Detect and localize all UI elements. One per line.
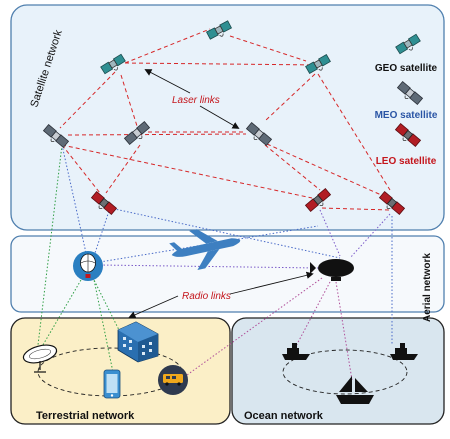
- terrestrial-network-label: Terrestrial network: [36, 410, 135, 422]
- legend-meo-text: MEO satellite: [375, 110, 438, 121]
- ocean-network-region: [231, 317, 445, 425]
- airship-icon: [310, 259, 354, 281]
- legend-leo-text: LEO satellite: [376, 156, 437, 167]
- ground-station-icon: [22, 344, 58, 373]
- radio-links: [37, 144, 393, 383]
- terrestrial-network-region: [10, 317, 231, 425]
- legend-geo-text: GEO satellite: [375, 63, 438, 74]
- vehicle-icon: [158, 365, 188, 395]
- aerial-network-label: Aerial network: [422, 253, 433, 322]
- ocean-ring: [282, 349, 408, 395]
- sailboat-icon: [336, 376, 374, 404]
- ocean-network-label: Ocean network: [244, 410, 324, 422]
- building-icon: [117, 321, 159, 363]
- balloon-icon: [73, 251, 103, 281]
- aerial-network-region: [10, 235, 445, 313]
- laser-links-label: Laser links: [172, 95, 220, 106]
- airplane-icon: [169, 229, 241, 271]
- radio-links-label: Radio links: [182, 291, 231, 302]
- smartphone-icon: [103, 369, 121, 399]
- legend: GEO satellite MEO satellite LEO satellit…: [375, 33, 438, 167]
- laser-links: [59, 28, 391, 211]
